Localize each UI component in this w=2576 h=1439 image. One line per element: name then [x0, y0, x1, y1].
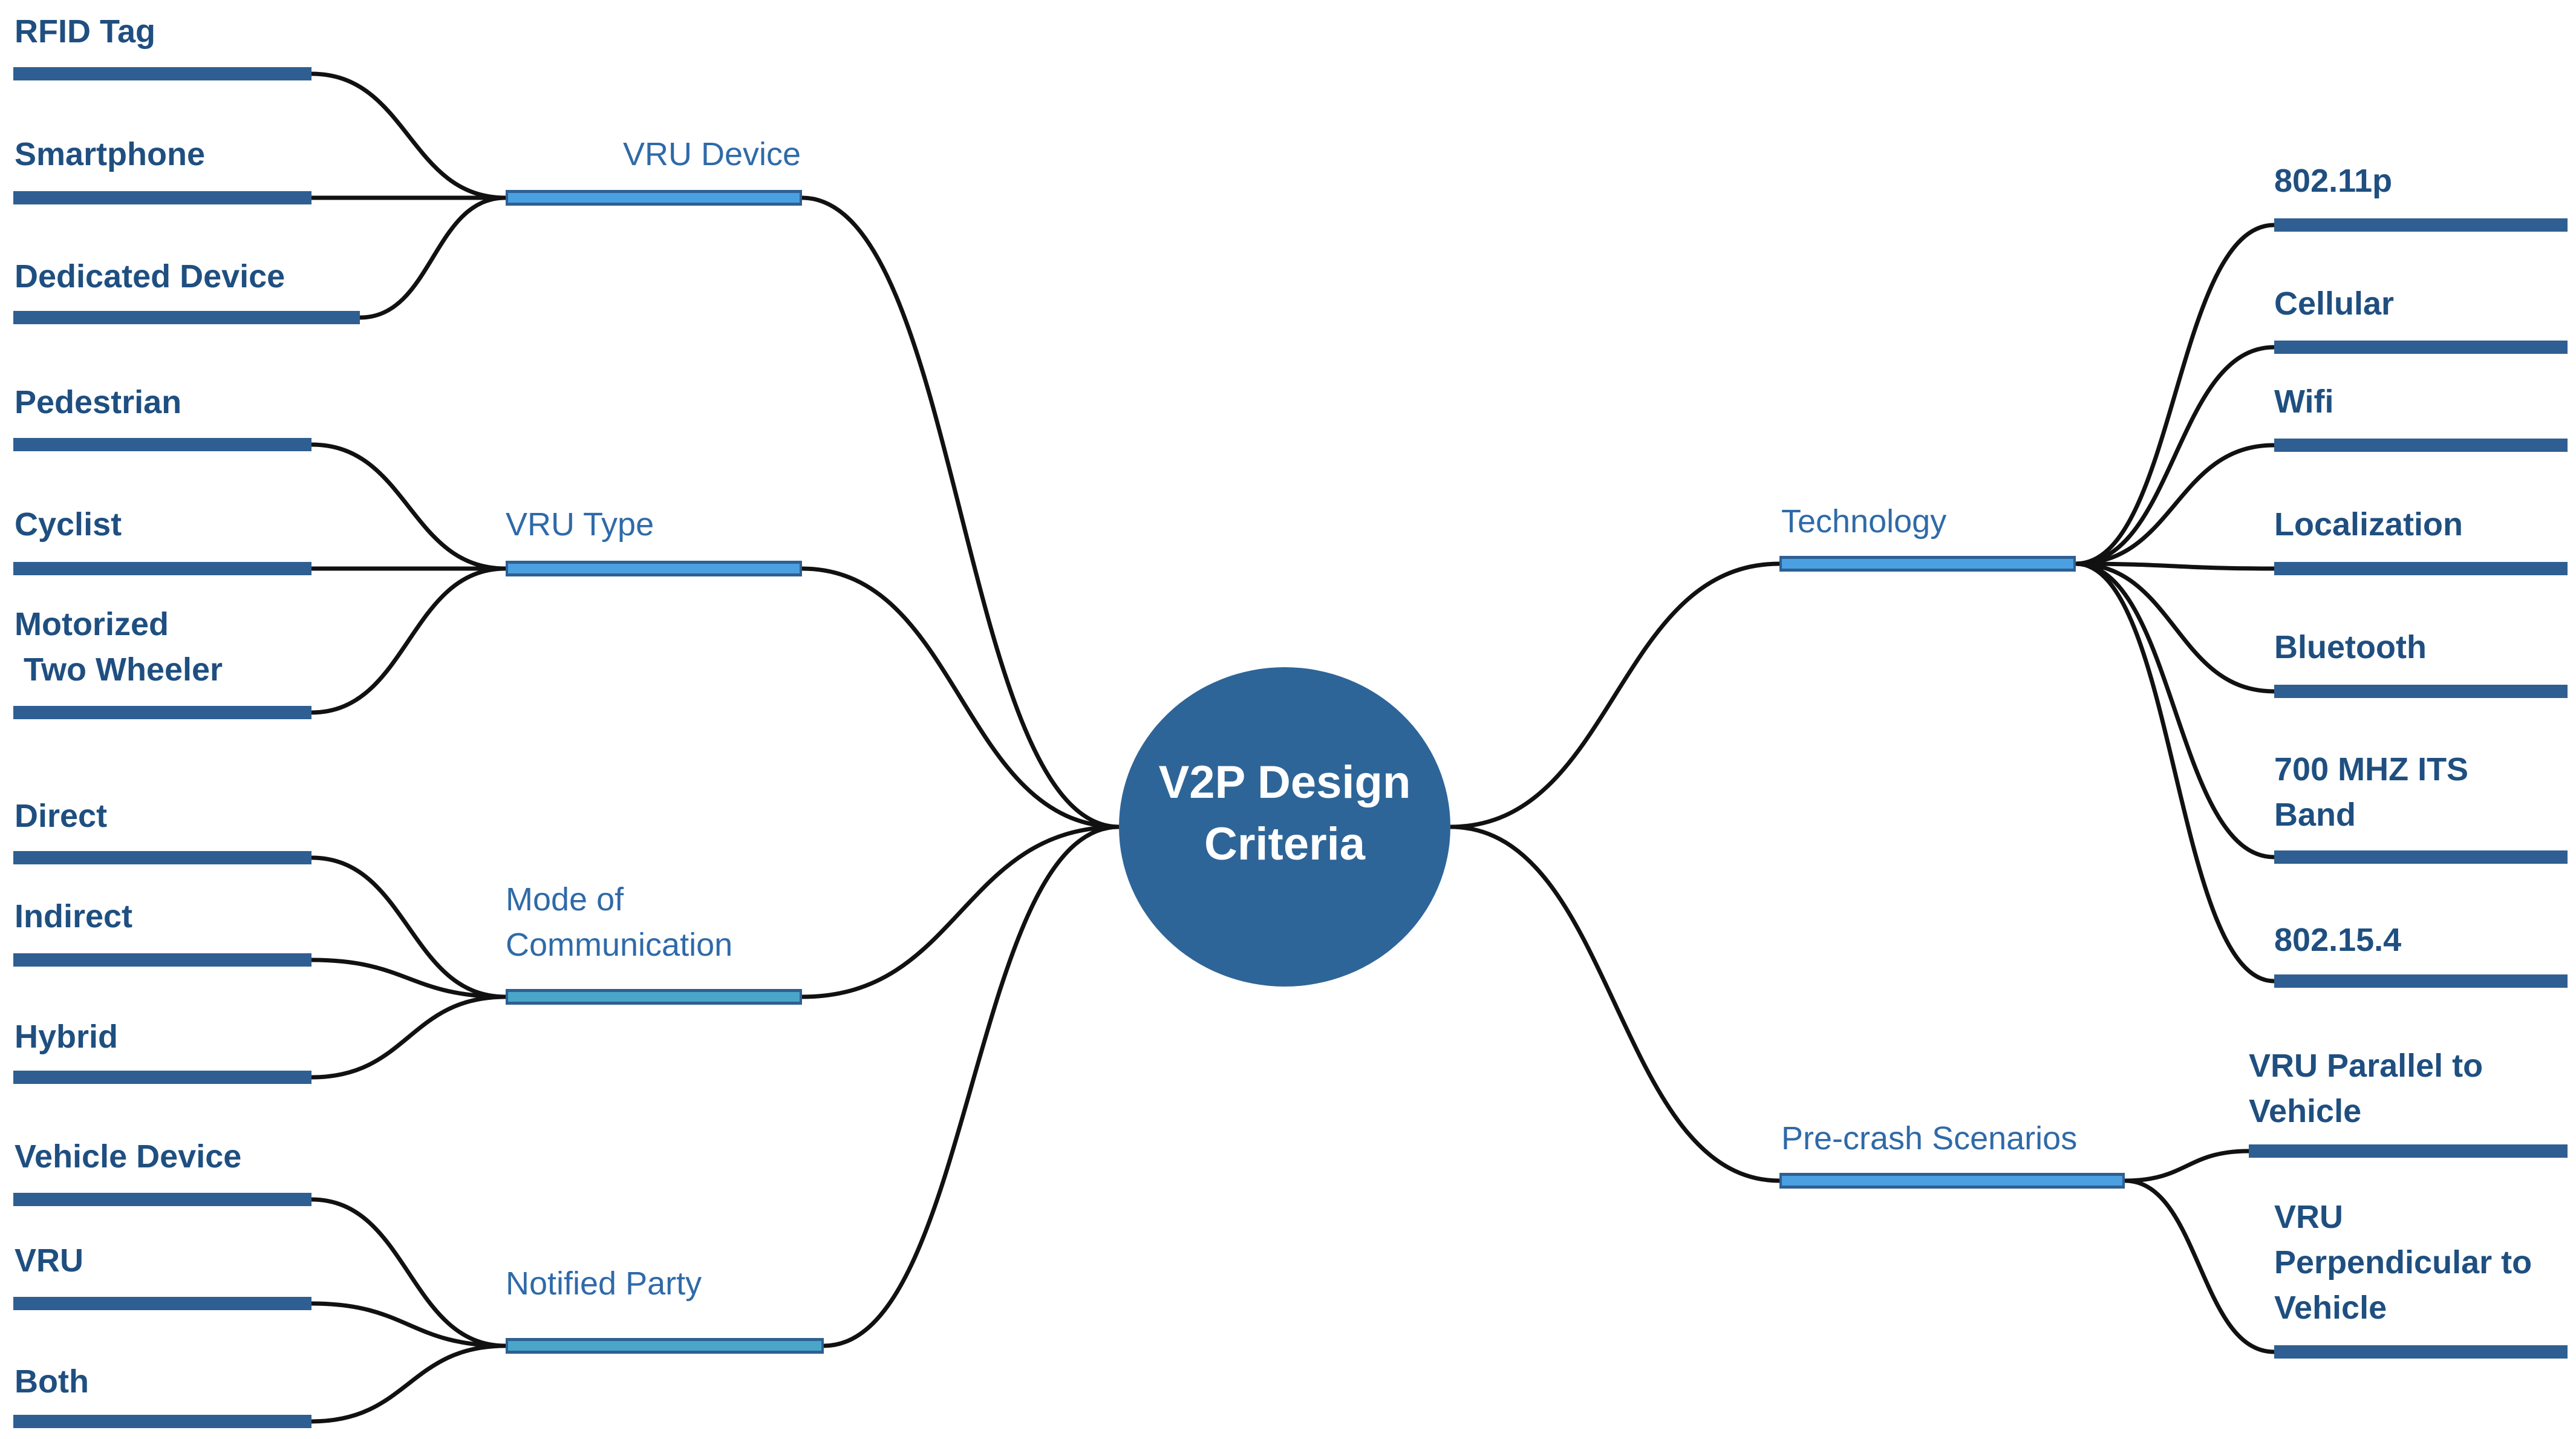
leaf-label-rfid-tag: RFID Tag [15, 13, 155, 50]
leaf-label-bluetooth: Bluetooth [2274, 629, 2427, 665]
leaf-bar-1-1 [13, 562, 311, 575]
leaf-bar-3-1 [13, 1297, 311, 1310]
leaf-label-smartphone: Smartphone [15, 136, 206, 172]
connector-center-branch-3 [821, 824, 1121, 1348]
leaf-label-vehicle-device: Vehicle Device [15, 1138, 242, 1175]
leaf-label-802154: 802.15.4 [2274, 922, 2402, 958]
leaf-label-700mhz-its-band: 700 MHZ ITS Band [2274, 751, 2469, 833]
leaf-label-cyclist: Cyclist [15, 506, 122, 543]
connector-branch-3-leaf-0 [309, 1197, 508, 1348]
branch-bar-5 [1779, 1173, 2125, 1189]
leaf-bar-5-1 [2274, 1345, 2568, 1359]
branch-label-mode-of-communication: Mode of Communication [506, 881, 733, 963]
leaf-bar-4-3 [2274, 562, 2568, 575]
leaf-bar-3-0 [13, 1193, 311, 1206]
leaf-bar-0-1 [13, 191, 311, 204]
connector-branch-0-leaf-2 [357, 195, 508, 320]
branch-bar-2 [506, 989, 802, 1005]
connector-center-branch-1 [800, 566, 1121, 829]
leaf-bar-4-0 [2274, 218, 2568, 232]
leaf-bar-4-6 [2274, 974, 2568, 988]
branch-bar-4 [1779, 556, 2076, 572]
central-node-label: V2P Design Criteria [1158, 757, 1411, 870]
leaf-bar-2-1 [13, 953, 311, 967]
branch-bar-0 [506, 190, 802, 206]
connector-branch-5-leaf-1 [2122, 1178, 2277, 1354]
connector-branch-2-leaf-0 [309, 855, 508, 999]
connector-branch-3-leaf-2 [309, 1343, 508, 1424]
connector-branch-1-leaf-2 [309, 566, 508, 715]
connector-branch-5-leaf-0 [2122, 1149, 2251, 1183]
leaf-label-vru: VRU [15, 1242, 84, 1279]
connector-center-branch-0 [800, 195, 1121, 829]
leaf-label-80211p: 802.11p [2274, 163, 2393, 199]
leaf-label-localization: Localization [2274, 506, 2464, 543]
connector-branch-3-leaf-1 [309, 1301, 508, 1348]
leaf-bar-3-2 [13, 1415, 311, 1428]
leaf-bar-4-4 [2274, 685, 2568, 698]
leaf-bar-1-2 [13, 706, 311, 719]
branch-label-vru-device: VRU Device [623, 136, 801, 172]
connector-branch-2-leaf-1 [309, 958, 508, 999]
leaf-bar-4-2 [2274, 439, 2568, 452]
leaf-label-vru-parallel-to-vehicle: VRU Parallel to Vehicle [2249, 1048, 2483, 1129]
leaf-bar-0-0 [13, 67, 311, 80]
connector-branch-4-leaf-3 [2073, 561, 2277, 571]
leaf-label-wifi: Wifi [2274, 383, 2334, 420]
connector-branch-0-leaf-0 [309, 71, 508, 200]
leaf-label-both: Both [15, 1363, 89, 1400]
branch-bar-3 [506, 1338, 824, 1354]
connector-branch-4-leaf-6 [2073, 561, 2277, 984]
connector-center-branch-2 [800, 824, 1121, 999]
connector-branch-4-leaf-4 [2073, 561, 2277, 694]
connector-branch-2-leaf-2 [309, 994, 508, 1080]
connector-branch-1-leaf-0 [309, 442, 508, 571]
leaf-bar-4-1 [2274, 341, 2568, 354]
leaf-bar-5-0 [2249, 1144, 2568, 1158]
leaf-label-cellular: Cellular [2274, 286, 2395, 322]
leaf-label-motorized-two-wheeler: Motorized Two Wheeler [15, 606, 223, 688]
leaf-label-indirect: Indirect [15, 898, 133, 935]
connector-branch-4-leaf-2 [2073, 443, 2277, 566]
branch-label-notified-party: Notified Party [506, 1265, 702, 1302]
leaf-bar-4-5 [2274, 850, 2568, 864]
leaf-label-pedestrian: Pedestrian [15, 384, 182, 420]
leaf-label-hybrid: Hybrid [15, 1019, 119, 1055]
connector-center-branch-4 [1448, 561, 1782, 829]
leaf-label-direct: Direct [15, 798, 108, 834]
branch-label-technology: Technology [1781, 503, 1947, 540]
connector-branch-4-leaf-0 [2073, 223, 2277, 566]
leaf-bar-2-2 [13, 1071, 311, 1084]
leaf-bar-2-0 [13, 851, 311, 864]
connector-branch-4-leaf-5 [2073, 561, 2277, 860]
leaf-label-dedicated-device: Dedicated Device [15, 258, 285, 295]
branch-bar-1 [506, 561, 802, 576]
central-node[interactable]: V2P Design Criteria [1119, 667, 1450, 987]
leaf-label-vru-perpendicular-to-vehicle: VRU Perpendicular to Vehicle [2274, 1199, 2532, 1326]
branch-label-pre-crash-scenarios: Pre-crash Scenarios [1781, 1120, 2078, 1157]
branch-label-vru-type: VRU Type [506, 506, 654, 543]
leaf-bar-1-0 [13, 438, 311, 451]
leaf-bar-0-2 [13, 311, 360, 324]
connector-branch-4-leaf-1 [2073, 345, 2277, 566]
connector-center-branch-5 [1448, 824, 1782, 1183]
